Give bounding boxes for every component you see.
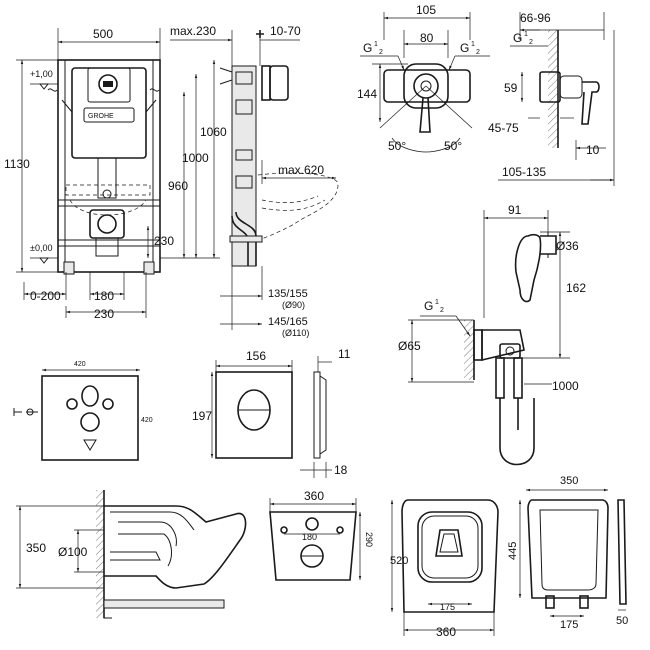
mixer-side-thread: G xyxy=(513,31,522,45)
wc-width-label: 360 xyxy=(304,489,324,503)
mixer-side-thread-den: 2 xyxy=(529,39,533,46)
hygienic-shower-drawing: 91 Ø36 162 G 1 2 Ø65 1000 xyxy=(398,203,586,466)
sound-pad-height-label: 420 xyxy=(141,417,153,424)
max-620-label: max.620 xyxy=(278,163,324,177)
mixer-144-label: 144 xyxy=(357,87,377,101)
shower-d36-label: Ø36 xyxy=(556,239,579,253)
shower-162-label: 162 xyxy=(566,281,586,295)
mixer-angle-right: 50° xyxy=(444,139,462,153)
mixer-10-label: 10 xyxy=(586,143,600,157)
spacing-230-label: 230 xyxy=(94,307,114,321)
seat-length-label: 445 xyxy=(507,542,519,560)
seat-thickness-label: 50 xyxy=(616,615,628,627)
mixer-thread-right: G xyxy=(460,41,469,55)
flush-plate-width-label: 156 xyxy=(246,349,266,363)
wc-fix-spacing-label: 180 xyxy=(302,532,317,542)
shower-thread: G xyxy=(424,299,433,313)
height-960-label: 960 xyxy=(168,179,188,193)
mixer-angle-left: 50° xyxy=(388,139,406,153)
mixer-45-75-label: 45-75 xyxy=(488,121,519,135)
shower-91-label: 91 xyxy=(508,203,522,217)
sound-pad-width-label: 420 xyxy=(74,361,86,368)
pipe-145-165-label: 145/165 xyxy=(268,316,308,328)
mixer-thread-left-num: 1 xyxy=(374,41,378,48)
mixer-drawing: 105 80 G 1 2 G 1 2 144 50° 50° 66 xyxy=(357,3,615,186)
max-depth-label: max.230 xyxy=(170,24,216,38)
floor-range-label: 0-200 xyxy=(30,289,61,303)
wc-bowl-top-drawing: 175 520 360 xyxy=(390,499,499,639)
mixer-66-96-label: 66-96 xyxy=(520,11,551,25)
mixer-105-135-label: 105-135 xyxy=(502,165,546,179)
height-230-label: 230 xyxy=(154,234,174,248)
frame-width-label: 500 xyxy=(93,27,113,41)
height-1060-label: 1060 xyxy=(200,125,227,139)
shower-thread-num: 1 xyxy=(435,299,439,306)
seat-width-label: 350 xyxy=(560,475,578,487)
mixer-105-label: 105 xyxy=(416,3,436,17)
level-floor-label: ±0,00 xyxy=(30,243,52,253)
flush-plate-drawing: 156 197 11 18 xyxy=(192,347,351,478)
flush-plate-depth-bottom: 18 xyxy=(334,463,348,477)
flush-plate-height-label: 197 xyxy=(192,409,212,423)
shower-d65-label: Ø65 xyxy=(398,339,421,353)
installation-frame-drawing: 500 GROHE +1,00 ±0,00 xyxy=(4,24,339,338)
pipe-135-155-label: 135/155 xyxy=(268,288,308,300)
level-top-label: +1,00 xyxy=(30,69,53,79)
wc-bowl-side-drawing: 350 Ø100 xyxy=(16,490,247,619)
mixer-thread-right-den: 2 xyxy=(476,49,480,56)
mixer-thread-left-den: 2 xyxy=(379,49,383,56)
adjust-label: 10-70 xyxy=(270,24,301,38)
mixer-thread-right-num: 1 xyxy=(471,41,475,48)
height-total-label: 1130 xyxy=(4,157,30,171)
pipe-d110-label: (Ø110) xyxy=(282,328,309,338)
wc-bowl-front-drawing: 360 180 290 xyxy=(269,489,374,581)
spacing-180-label: 180 xyxy=(94,289,114,303)
mixer-59-label: 59 xyxy=(504,81,518,95)
seat-drawing: 350 445 175 50 xyxy=(507,475,628,631)
mixer-side-thread-num: 1 xyxy=(524,31,528,38)
wc-height-label: 350 xyxy=(26,541,46,555)
shower-hose-label: 1000 xyxy=(552,379,579,393)
wc-depth-290-label: 290 xyxy=(364,532,374,547)
shower-thread-den: 2 xyxy=(440,307,444,314)
mixer-thread-left: G xyxy=(363,41,372,55)
height-1000-label: 1000 xyxy=(182,151,209,165)
wc-outlet-label: Ø100 xyxy=(58,545,88,559)
seat-hinge-spacing-label: 175 xyxy=(560,619,578,631)
wc-top-width-label: 360 xyxy=(436,625,456,639)
mixer-80-label: 80 xyxy=(420,31,434,45)
cistern-brand-label: GROHE xyxy=(88,113,114,120)
flush-plate-depth-top: 11 xyxy=(338,347,351,361)
wc-top-spacing-label: 175 xyxy=(440,602,455,612)
sound-pad-drawing: 420 420 xyxy=(13,361,153,461)
pipe-d90-label: (Ø90) xyxy=(282,300,305,310)
wc-length-label: 520 xyxy=(390,555,408,567)
